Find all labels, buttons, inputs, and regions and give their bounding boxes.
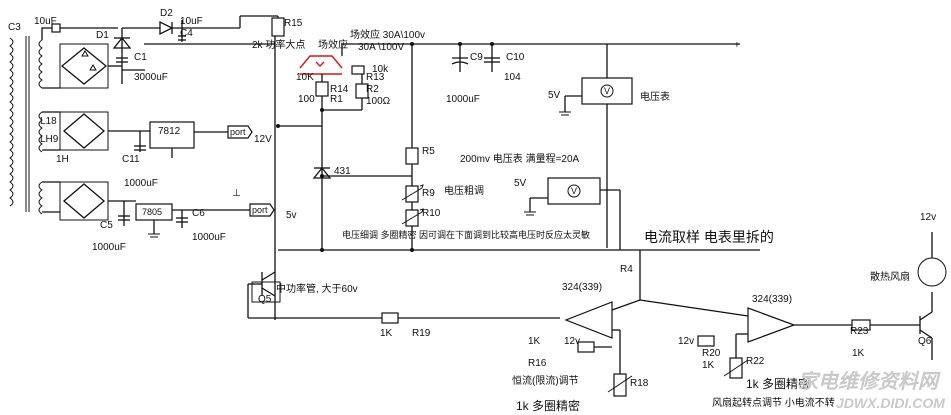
label-r9: R9 bbox=[422, 188, 435, 199]
label-r1: R1 bbox=[330, 94, 343, 105]
label-c9-value: 1000uF bbox=[446, 94, 480, 105]
label-q5-note: 中功率管, 大于60v bbox=[276, 282, 358, 295]
label-10k-b: 10k bbox=[372, 64, 389, 75]
transformer bbox=[9, 36, 43, 215]
label-r15-note: 2k 功率大点 bbox=[252, 38, 305, 51]
label-r18: R18 bbox=[630, 378, 649, 389]
label-r20: R20 bbox=[702, 348, 721, 359]
label-opamp-2: 324(339) bbox=[752, 294, 792, 305]
label-fan-note: 散热风扇 bbox=[870, 270, 910, 283]
label-c1: C1 bbox=[134, 52, 147, 63]
label-port-2: port bbox=[252, 205, 268, 215]
label-c4-value: 10uF bbox=[180, 16, 203, 27]
label-d1: D1 bbox=[96, 30, 109, 41]
label-1h: 1H bbox=[56, 154, 69, 165]
label-1k-r20: 1K bbox=[702, 360, 715, 371]
watermark-url: JDWX.DIDI.COM bbox=[836, 395, 945, 411]
label-100-b: 100Ω bbox=[366, 96, 391, 107]
label-c4: C4 bbox=[180, 28, 193, 39]
label-r22: R22 bbox=[746, 356, 765, 367]
regulator-7805 bbox=[42, 181, 275, 238]
label-c10-value: 104 bbox=[504, 72, 521, 83]
voltmeter-top: V bbox=[559, 44, 633, 248]
label-fet-note: 场效应 bbox=[318, 38, 348, 51]
label-fet-mid: 30A \100V bbox=[358, 42, 404, 53]
label-d2: D2 bbox=[160, 8, 173, 19]
label-12v-op2: 12v bbox=[678, 336, 694, 347]
label-5v-c: 5v bbox=[286, 210, 297, 221]
voltmeter-current: V bbox=[524, 177, 621, 250]
label-r23: R23 bbox=[850, 326, 869, 337]
label-fan-note-2: 风扇起转点调节 小电流不转 bbox=[712, 396, 835, 409]
transistor-q5 bbox=[247, 271, 560, 324]
label-1k-r23: 1K bbox=[852, 348, 865, 359]
label-r15: R15 bbox=[284, 18, 303, 29]
label-r5: R5 bbox=[422, 146, 435, 157]
label-12v-reg: 12V bbox=[254, 134, 272, 145]
label-r10: R10 bbox=[422, 208, 441, 219]
label-1k-r19: 1K bbox=[380, 328, 393, 339]
label-shunt-note: 电流取样 电表里拆的 bbox=[644, 229, 774, 245]
label-c1-value: 3000uF bbox=[134, 72, 168, 83]
label-meter-note: 200mv 电压表 满量程=20A bbox=[460, 152, 580, 165]
label-c6-value: 1000uF bbox=[192, 232, 226, 243]
label-cc-pot: 1k 多圈精密 bbox=[516, 398, 580, 413]
label-gnd: ⊥ bbox=[232, 188, 241, 199]
opamp-1 bbox=[564, 299, 641, 397]
label-7812: 7812 bbox=[158, 126, 181, 137]
label-q6: Q6 bbox=[918, 336, 932, 347]
label-fet-top: 场效应 30A\100v bbox=[350, 28, 425, 41]
fan-driver bbox=[917, 232, 947, 360]
label-c6: C6 bbox=[192, 208, 205, 219]
label-c9: C9 bbox=[470, 52, 483, 63]
label-r19: R19 bbox=[412, 328, 431, 339]
label-100-a: 100 bbox=[298, 94, 315, 105]
tl431 bbox=[312, 126, 412, 250]
regulator-7812 bbox=[42, 111, 253, 158]
label-10k-a: 10K bbox=[296, 72, 314, 83]
label-r9-note: 电压粗调 bbox=[444, 184, 484, 197]
label-cc-note: 恒流(限流)调节 bbox=[512, 374, 579, 387]
label-lh9: LH9 bbox=[40, 134, 59, 145]
label-c3-value: 10uF bbox=[34, 16, 57, 27]
output-caps bbox=[451, 42, 500, 72]
label-opamp-1: 324(339) bbox=[562, 282, 602, 293]
label-c5: C5 bbox=[100, 220, 113, 231]
label-7805: 7805 bbox=[142, 207, 162, 217]
label-5v-a: 5V bbox=[548, 90, 561, 101]
label-r2: R2 bbox=[366, 84, 379, 95]
label-c10: C10 bbox=[506, 52, 525, 63]
label-1k-r16: 1K bbox=[528, 336, 541, 347]
label-12v-fan: 12v bbox=[920, 212, 936, 223]
opamp-2 bbox=[639, 299, 920, 379]
watermark: 家电维修资料网 bbox=[798, 370, 941, 393]
label-c11: C11 bbox=[122, 154, 140, 165]
label-l18: L18 bbox=[40, 116, 57, 127]
main-rectifier bbox=[41, 15, 285, 320]
label-r13: R13 bbox=[366, 72, 385, 83]
svg-text:V: V bbox=[604, 86, 610, 96]
shunt-line bbox=[278, 248, 760, 300]
mosfet-region bbox=[276, 43, 740, 128]
label-12v-op1: 12v bbox=[564, 336, 580, 347]
label-fine-adjust-note: 电压细调 多圈精密 因可调在下面调到比较高电压时反应太灵敏 bbox=[342, 229, 590, 240]
label-voltmeter: 电压表 bbox=[640, 90, 670, 103]
label-r4: R4 bbox=[620, 264, 633, 275]
label-r16: R16 bbox=[528, 358, 547, 369]
label-c5-value: 1000uF bbox=[92, 242, 126, 253]
label-r14: R14 bbox=[330, 84, 349, 95]
label-fan-pot: 1k 多圈精密 bbox=[746, 376, 810, 391]
label-port-1: port bbox=[230, 127, 246, 137]
label-5v-b: 5V bbox=[514, 178, 527, 189]
label-plus: + bbox=[734, 40, 740, 51]
label-q5: Q5 bbox=[258, 294, 272, 305]
voltage-divider bbox=[401, 42, 424, 250]
svg-text:V: V bbox=[571, 186, 577, 196]
label-431: 431 bbox=[334, 166, 351, 177]
label-c3: C3 bbox=[8, 22, 21, 33]
label-c11-value: 1000uF bbox=[124, 178, 158, 189]
